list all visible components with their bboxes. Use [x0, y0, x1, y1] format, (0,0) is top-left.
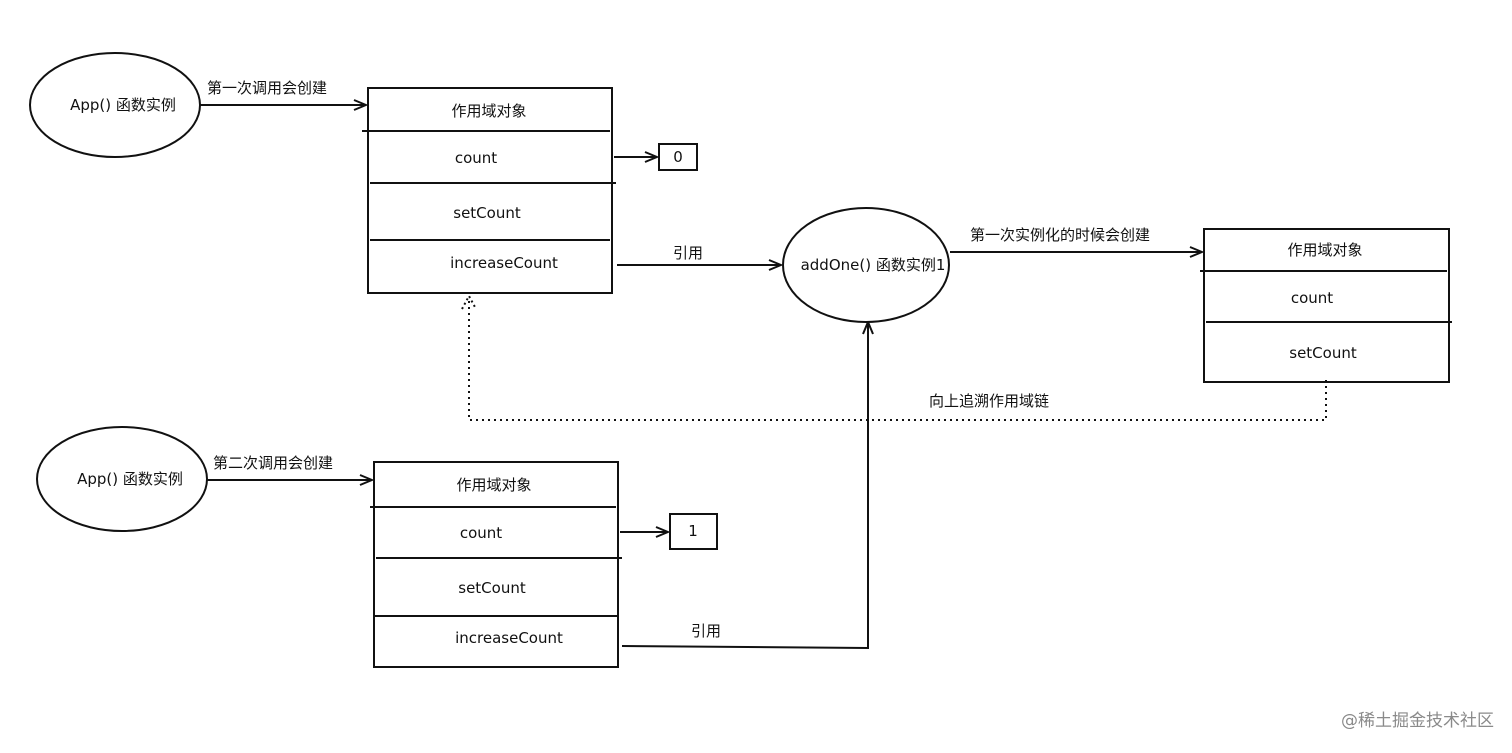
scope-3-title: 作用域对象	[1287, 241, 1362, 259]
value-box-1: 1	[669, 513, 718, 550]
scope-2-row-increasecount: increaseCount	[455, 629, 563, 647]
scope-1-row-count: count	[455, 149, 497, 167]
scope-1-row-increasecount: increaseCount	[450, 254, 558, 272]
app-instance-1-label: App() 函数实例	[70, 96, 176, 114]
label-scope-chain: 向上追溯作用域链	[929, 392, 1049, 410]
app-instance-2-label: App() 函数实例	[77, 470, 183, 488]
arrow-increase2-to-addone	[621, 322, 868, 650]
value-box-0: 0	[658, 143, 698, 171]
app-instance-1-node: App() 函数实例	[29, 52, 201, 158]
scope-3-row-setcount: setCount	[1289, 344, 1357, 362]
label-first-instantiate: 第一次实例化的时候会创建	[970, 226, 1150, 244]
app-instance-2-node: App() 函数实例	[36, 426, 208, 532]
addone-instance-node: addOne() 函数实例1	[782, 207, 950, 323]
scope-object-2: 作用域对象 count setCount increaseCount	[370, 461, 622, 668]
scope-object-3: 作用域对象 count setCount	[1200, 228, 1452, 383]
label-second-call: 第二次调用会创建	[213, 454, 333, 472]
scope-2-row-setcount: setCount	[458, 579, 526, 597]
scope-1-row-setcount: setCount	[453, 204, 521, 222]
scope-2-row-count: count	[460, 524, 502, 542]
scope-2-title: 作用域对象	[456, 476, 531, 494]
scope-3-row-count: count	[1291, 289, 1333, 307]
label-first-call: 第一次调用会创建	[207, 79, 327, 97]
value-0-label: 0	[673, 148, 683, 166]
scope-1-title: 作用域对象	[451, 102, 526, 120]
scope-object-1: 作用域对象 count setCount increaseCount	[362, 87, 616, 294]
watermark: @稀土掘金技术社区	[1341, 711, 1494, 731]
value-1-label: 1	[688, 522, 698, 540]
label-ref-2: 引用	[691, 622, 721, 640]
arrow-scope-chain	[468, 298, 1327, 421]
label-ref-1: 引用	[673, 244, 703, 262]
addone-instance-label: addOne() 函数实例1	[801, 256, 946, 274]
